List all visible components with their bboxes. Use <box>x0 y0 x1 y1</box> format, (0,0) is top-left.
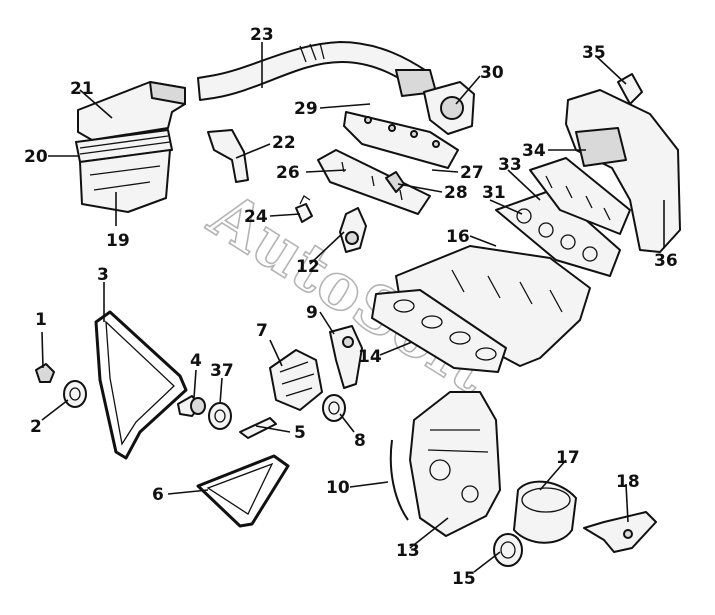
callout-35: 35 <box>582 43 606 63</box>
sensor-24 <box>295 195 313 223</box>
callout-26: 26 <box>276 163 300 183</box>
callout-27: 27 <box>460 163 484 183</box>
intake-runners <box>529 157 631 235</box>
callout-7: 7 <box>256 321 268 341</box>
callout-9: 9 <box>306 303 318 323</box>
pulley-2 <box>63 380 87 408</box>
callout-8: 8 <box>354 431 366 451</box>
pulley-37 <box>208 402 232 430</box>
callout-4: 4 <box>190 351 202 371</box>
valve-cover <box>343 111 459 169</box>
callout-5: 5 <box>294 423 306 443</box>
callout-19: 19 <box>106 231 130 251</box>
callout-30: 30 <box>480 63 504 83</box>
callout-22: 22 <box>272 133 296 153</box>
callout-16: 16 <box>446 227 470 247</box>
callout-34: 34 <box>522 141 546 161</box>
belt-6 <box>196 454 290 528</box>
timing-cover <box>409 391 501 537</box>
manifold-gasket <box>495 189 621 277</box>
callout-21: 21 <box>70 79 94 99</box>
intake-hose <box>197 41 437 101</box>
callout-15: 15 <box>452 569 476 589</box>
leader-lines <box>41 42 665 573</box>
callout-29: 29 <box>294 99 318 119</box>
air-filter-housing <box>75 81 186 213</box>
nut-1 <box>35 363 55 383</box>
throttle-body <box>423 81 475 135</box>
callout-labels: 1 2 3 4 5 6 7 8 9 10 12 13 14 15 16 17 1… <box>24 25 678 589</box>
callout-6: 6 <box>152 485 164 505</box>
callout-2: 2 <box>30 417 42 437</box>
callout-36: 36 <box>654 251 678 271</box>
callout-28: 28 <box>444 183 468 203</box>
callout-14: 14 <box>358 347 382 367</box>
callout-1: 1 <box>35 310 47 330</box>
callout-18: 18 <box>616 472 640 492</box>
pulley-15 <box>493 533 523 567</box>
callout-33: 33 <box>498 155 522 175</box>
bracket-18 <box>583 511 657 553</box>
callout-23: 23 <box>250 25 274 45</box>
callout-37: 37 <box>210 361 234 381</box>
bracket-9 <box>329 325 363 389</box>
air-elbow <box>207 129 249 183</box>
callout-12: 12 <box>296 257 320 277</box>
callout-17: 17 <box>556 448 580 468</box>
seal-17 <box>513 480 577 544</box>
callout-13: 13 <box>396 541 420 561</box>
tube-10 <box>389 439 409 521</box>
breather-valve <box>385 171 405 193</box>
alternator-7 <box>269 349 323 411</box>
ribbed-belt-3 <box>94 310 188 460</box>
pulley-bracket-12 <box>339 207 367 253</box>
valve-cover-rail <box>317 149 431 215</box>
callout-24: 24 <box>244 207 268 227</box>
callout-3: 3 <box>97 265 109 285</box>
callout-31: 31 <box>482 183 506 203</box>
exhaust-gasket <box>371 289 507 373</box>
link-5 <box>239 417 277 439</box>
callout-10: 10 <box>326 478 350 498</box>
tensioner-4 <box>177 395 206 417</box>
callout-20: 20 <box>24 147 48 167</box>
